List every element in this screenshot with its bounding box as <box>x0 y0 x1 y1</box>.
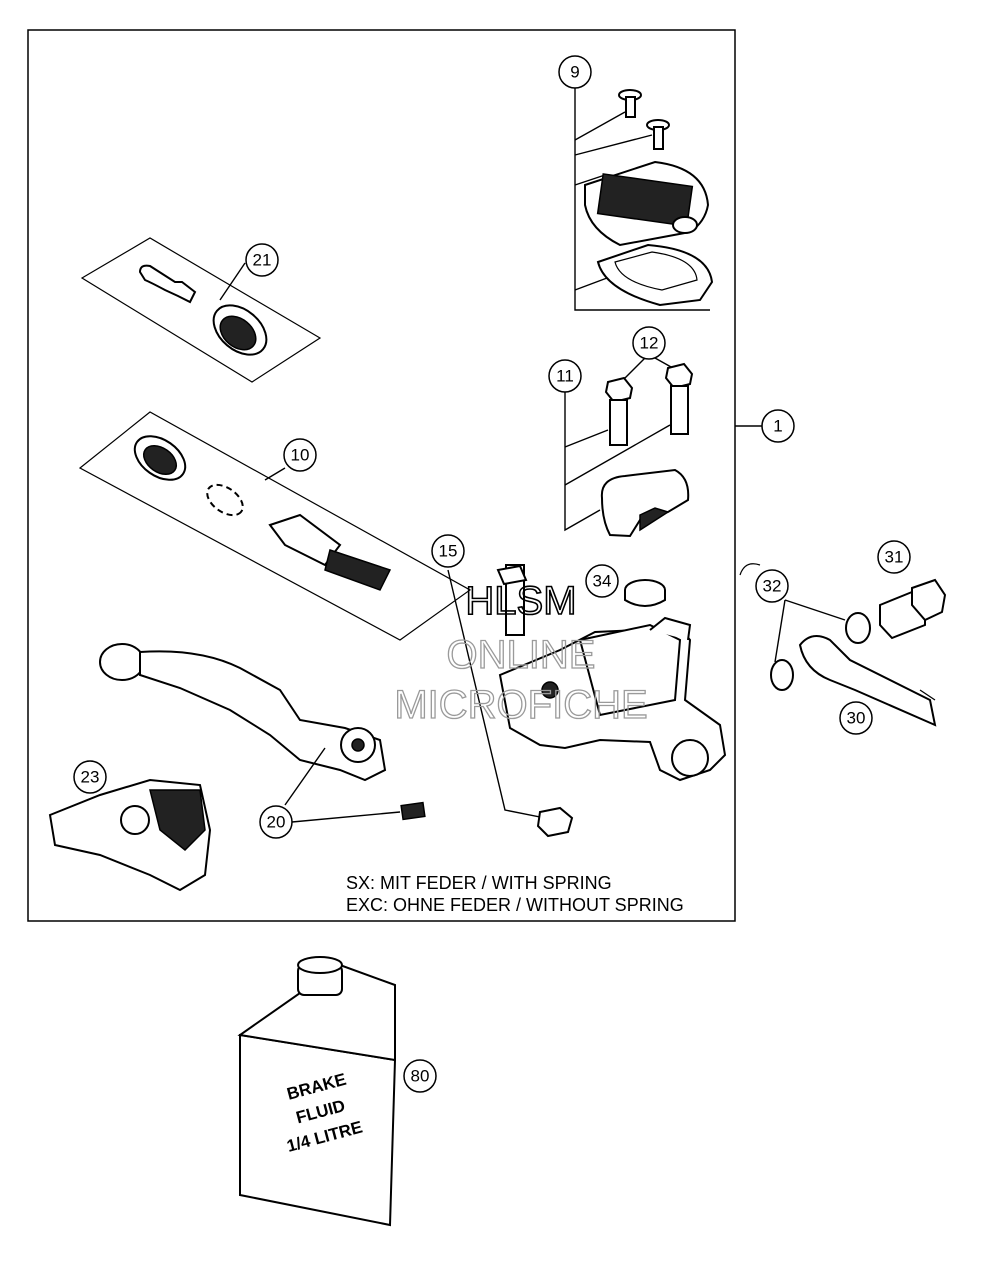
piston-spring-group <box>78 411 472 641</box>
svg-text:20: 20 <box>267 813 286 832</box>
piston-kit-group <box>80 237 322 383</box>
callout-11[interactable]: 11 <box>548 359 582 393</box>
callout-15[interactable]: 15 <box>431 534 465 568</box>
master-cylinder-body <box>496 564 727 782</box>
callout-30[interactable]: 30 <box>839 701 873 735</box>
svg-text:32: 32 <box>763 577 782 596</box>
svg-text:34: 34 <box>593 572 612 591</box>
callout-80[interactable]: 80 <box>403 1059 437 1093</box>
callout-10[interactable]: 10 <box>283 438 317 472</box>
callout-12[interactable]: 12 <box>632 326 666 360</box>
watermark-line3: MICROFICHE <box>394 683 647 727</box>
boot-part <box>624 579 666 607</box>
watermark-line1: HLSM <box>465 579 576 623</box>
callout-9[interactable]: 9 <box>558 55 592 89</box>
svg-text:80: 80 <box>411 1067 430 1086</box>
note-exc: EXC: OHNE FEDER / WITHOUT SPRING <box>346 895 684 915</box>
svg-text:9: 9 <box>570 63 579 82</box>
callout-1[interactable]: 1 <box>761 409 795 443</box>
watermark-line2: ONLINE <box>447 633 596 677</box>
lever-guard <box>48 778 212 892</box>
brake-lever <box>99 643 426 823</box>
callout-31[interactable]: 31 <box>877 540 911 574</box>
callout-34[interactable]: 34 <box>585 564 619 598</box>
note-sx: SX: MIT FEDER / WITH SPRING <box>346 873 612 893</box>
bolt-nut-group <box>447 569 574 838</box>
svg-text:15: 15 <box>439 542 458 561</box>
svg-text:21: 21 <box>253 251 272 270</box>
callout-21[interactable]: 21 <box>245 243 279 277</box>
callout-32[interactable]: 32 <box>755 569 789 603</box>
svg-text:30: 30 <box>847 709 866 728</box>
svg-text:23: 23 <box>81 768 100 787</box>
svg-text:11: 11 <box>556 367 574 386</box>
svg-text:1: 1 <box>773 417 782 436</box>
reservoir-cover-group <box>574 88 714 311</box>
callout-23[interactable]: 23 <box>73 760 107 794</box>
brake-fluid-bottle: BRAKE FLUID 1/4 LITRE <box>237 956 397 1227</box>
clamp-group <box>564 357 694 538</box>
svg-text:31: 31 <box>885 548 904 567</box>
svg-text:10: 10 <box>291 446 310 465</box>
hose-group <box>739 563 947 727</box>
svg-text:12: 12 <box>640 334 659 353</box>
assembly-frame <box>27 29 736 922</box>
callout-20[interactable]: 20 <box>259 805 293 839</box>
